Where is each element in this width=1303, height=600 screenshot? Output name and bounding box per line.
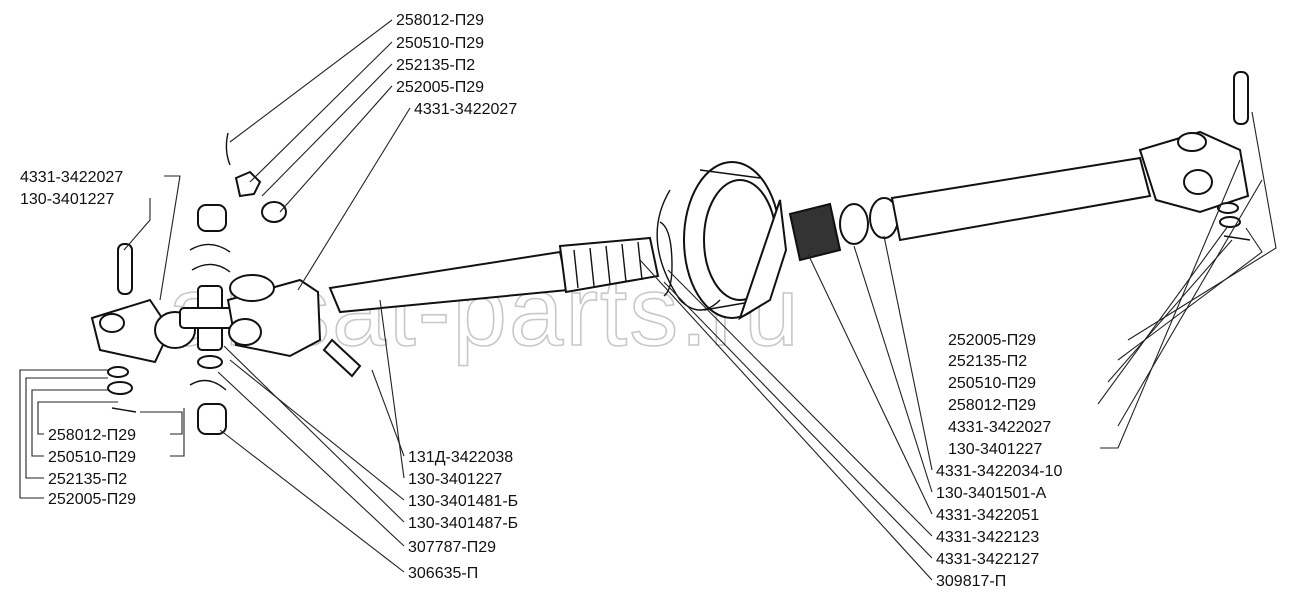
tube-nut-icon <box>788 202 842 262</box>
leader-top-1 <box>229 19 393 143</box>
retaining-ring-top2-icon <box>191 263 231 273</box>
retaining-ring-bottom-icon <box>189 379 227 391</box>
right-bolt-icon <box>1233 71 1249 125</box>
leader-lines <box>19 19 1277 581</box>
right-yoke-bore-icon <box>1183 169 1213 195</box>
label-right-5: 4331-3422027 <box>948 419 1051 436</box>
label-bl-4: 252005-П29 <box>48 491 136 508</box>
spring-clip-icon <box>656 189 721 311</box>
left-universal-joint-assembly <box>90 132 362 435</box>
label-right-4: 258012-П29 <box>948 397 1036 414</box>
leader-center-5 <box>217 371 405 547</box>
label-right-3: 250510-П29 <box>948 375 1036 392</box>
leader-right-9 <box>807 253 933 515</box>
boot-and-seal-assembly <box>656 161 788 321</box>
label-center-2: 130-3401227 <box>408 471 502 488</box>
middle-yoke-bore-icon <box>228 318 262 346</box>
label-center-6: 306635-П <box>408 565 478 582</box>
bearing-cup-top-icon <box>197 204 227 232</box>
leader-top-5 <box>297 107 411 291</box>
right-tube-icon <box>890 156 1152 242</box>
label-bl-1: 258012-П29 <box>48 427 136 444</box>
leader-center-4 <box>223 345 405 523</box>
label-bl-2: 250510-П29 <box>48 449 136 466</box>
leader-right-7 <box>883 235 933 471</box>
label-left-2: 130-3401227 <box>20 191 114 208</box>
label-top-5: 4331-3422027 <box>414 101 517 118</box>
leader-right-10 <box>667 269 933 537</box>
label-top-1: 258012-П29 <box>396 12 484 29</box>
leader-bl-2 <box>31 389 108 457</box>
label-top-4: 252005-П29 <box>396 79 484 96</box>
leader-right-11 <box>663 281 933 559</box>
spline-section-icon <box>558 236 660 294</box>
bearing-cup-bottom-icon <box>197 403 227 435</box>
labels-bottom-left: 258012-П29 250510-П29 252135-П2 252005-П… <box>48 427 136 508</box>
leader-right-8 <box>853 245 933 493</box>
label-center-3: 130-3401481-Б <box>408 493 518 510</box>
grease-fitting-icon <box>322 338 362 378</box>
tube-bushing-icon <box>839 203 869 245</box>
leader-center-3 <box>229 359 405 501</box>
right-bearing-cap-icon <box>1177 132 1207 152</box>
labels-top: 258012-П29 250510-П29 252135-П2 252005-П… <box>396 12 517 118</box>
label-center-1: 131Д-3422038 <box>408 449 513 466</box>
leader-bl-4 <box>19 369 108 499</box>
leader-right-6 <box>1100 159 1241 449</box>
left-nut-icon <box>107 366 129 378</box>
right-washer-icon <box>1219 216 1241 228</box>
labels-right: 252005-П29 252135-П2 250510-П29 258012-П… <box>936 332 1062 590</box>
leader-bl-5 <box>140 411 183 435</box>
label-right-7: 4331-3422034-10 <box>936 463 1062 480</box>
leader-right-12 <box>639 259 933 581</box>
top-ring-icon <box>225 132 231 166</box>
label-right-8: 130-3401501-А <box>936 485 1047 502</box>
leader-top-4 <box>279 85 393 213</box>
leader-center-6 <box>219 429 405 573</box>
middle-yoke-eye-icon <box>229 274 275 302</box>
spline-teeth-icon <box>573 241 643 289</box>
leader-left-2 <box>123 198 151 251</box>
label-top-2: 250510-П29 <box>396 35 484 52</box>
label-right-6: 130-3401227 <box>948 441 1042 458</box>
label-left-1: 4331-3422027 <box>20 169 123 186</box>
label-top-3: 252135-П2 <box>396 57 475 74</box>
label-center-5: 307787-П29 <box>408 539 496 556</box>
leader-right-4 <box>1097 225 1229 405</box>
leader-bl-1 <box>37 401 118 435</box>
left-cotter-pin-icon <box>111 407 137 413</box>
seal-ring-bottom-icon <box>197 355 223 369</box>
leader-bl-6 <box>170 408 185 457</box>
retaining-ring-top-icon <box>189 243 231 253</box>
label-right-11: 4331-3422127 <box>936 551 1039 568</box>
labels-center: 131Д-3422038 130-3401227 130-3401481-Б 1… <box>408 449 518 582</box>
leader-top-3 <box>261 63 393 197</box>
leader-right-3 <box>1107 239 1233 383</box>
label-bl-3: 252135-П2 <box>48 471 127 488</box>
leader-left-1 <box>159 175 181 301</box>
label-right-12: 309817-П <box>936 573 1006 590</box>
leader-right-5 <box>1117 179 1263 427</box>
left-yoke-bore-icon <box>99 313 125 333</box>
left-bolt-icon <box>117 243 133 295</box>
right-shaft-assembly <box>788 71 1251 262</box>
label-center-4: 130-3401487-Б <box>408 515 518 532</box>
leader-center-2 <box>379 299 405 479</box>
right-nut-icon <box>1217 202 1239 214</box>
leader-top-2 <box>249 41 393 183</box>
leader-bl-3 <box>25 377 108 479</box>
leader-right-2 <box>1117 227 1263 361</box>
labels-left: 4331-3422027 130-3401227 <box>20 169 123 208</box>
top-washer-icon <box>261 201 287 223</box>
boot-collar-icon <box>738 199 788 321</box>
left-washer-icon <box>107 381 133 395</box>
label-right-1: 252005-П29 <box>948 332 1036 349</box>
label-right-2: 252135-П2 <box>948 353 1027 370</box>
label-right-10: 4331-3422123 <box>936 529 1039 546</box>
splined-shaft <box>328 236 660 314</box>
label-right-9: 4331-3422051 <box>936 507 1039 524</box>
